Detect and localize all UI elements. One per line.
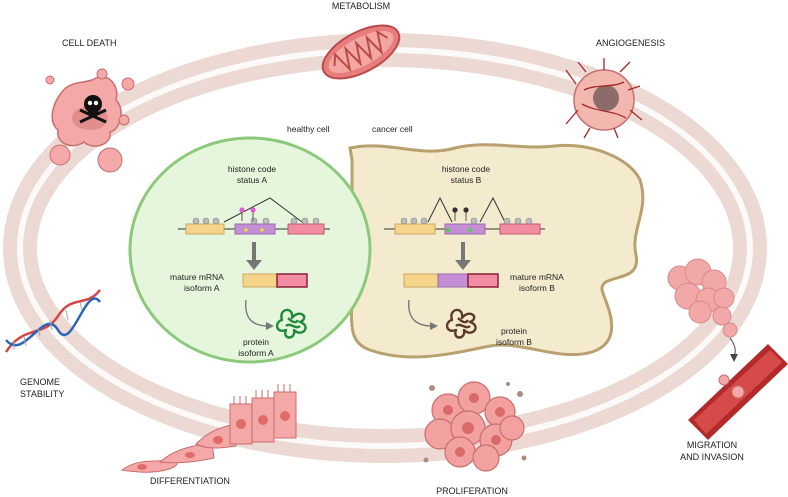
healthy-histone-line2: status A: [237, 175, 268, 185]
healthy-protein-line1: protein: [243, 337, 269, 347]
healthy-cell-title: healthy cell: [287, 124, 330, 134]
cancer-cell: [348, 143, 645, 359]
cancer-mrna-line2: isoform B: [519, 283, 555, 293]
mitochondrion-icon: [321, 24, 401, 80]
label-genome: GENOME: [20, 377, 60, 387]
angiogenesis-cell-icon: [565, 58, 643, 139]
healthy-mrna-line1: mature mRNA: [170, 272, 224, 282]
label-stability: STABILITY: [20, 389, 64, 399]
cancer-cell-title: cancer cell: [372, 124, 413, 134]
cancer-histone-line1: histone code: [442, 164, 490, 174]
healthy-protein-line2: isoform A: [238, 348, 274, 358]
differentiation-cells-icon: [120, 384, 297, 473]
healthy-gene-model: [178, 197, 330, 339]
skull-icon: [79, 95, 107, 124]
label-proliferation: PROLIFERATION: [436, 486, 508, 496]
healthy-mrna-line2: isoform A: [184, 283, 220, 293]
healthy-histone-line1: histone code: [228, 164, 276, 174]
cancer-mrna-line1: mature mRNA: [510, 272, 564, 282]
protein-b-icon: [445, 308, 477, 339]
protein-a-icon: [275, 308, 307, 339]
label-angiogenesis: ANGIOGENESIS: [596, 38, 665, 48]
cancer-histone-line2: status B: [451, 175, 482, 185]
cancer-protein-line2: isoform B: [496, 337, 532, 347]
proliferation-cluster-icon: [423, 381, 527, 472]
label-cell-death: CELL DEATH: [62, 38, 117, 48]
healthy-cell: [128, 136, 372, 364]
blood-vessel-icon: [688, 344, 788, 440]
label-and-invasion: AND INVASION: [680, 452, 744, 462]
migration-icon: [667, 258, 788, 440]
label-metabolism: METABOLISM: [332, 1, 390, 11]
dna-helix-icon: [4, 289, 102, 353]
label-migration: MIGRATION: [687, 440, 737, 450]
cancer-protein-line1: protein: [501, 326, 527, 336]
cancer-gene-model: [384, 196, 545, 339]
dying-cell-icon: [45, 68, 135, 173]
label-differentiation: DIFFERENTIATION: [150, 476, 230, 486]
